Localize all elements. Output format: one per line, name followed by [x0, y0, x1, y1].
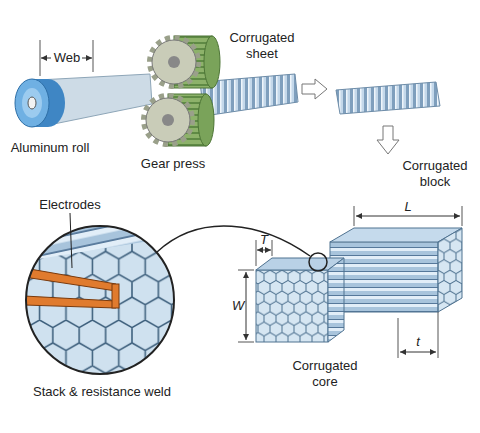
part-label: Gear press — [128, 156, 218, 172]
roll-face — [15, 79, 49, 127]
dimension-tick — [438, 312, 439, 358]
flow-arrow — [377, 126, 399, 154]
gear-face — [146, 98, 190, 142]
gear-teeth — [144, 96, 192, 144]
dimension-tick — [238, 270, 254, 271]
gear-end — [204, 36, 220, 88]
core-side — [328, 258, 344, 342]
dimension-label: T — [258, 232, 270, 248]
core-face — [256, 270, 328, 342]
dimension-label: t — [412, 334, 424, 350]
gear-hub — [168, 56, 180, 68]
dimension-tick — [256, 240, 257, 266]
part-label: Corrugated sheet — [222, 30, 302, 61]
dimension-label: L — [402, 199, 414, 215]
dimension-tick — [272, 240, 273, 256]
part-label: Stack & resistance weld — [12, 384, 192, 400]
dimension-arrow — [257, 250, 271, 251]
roll-hub — [28, 97, 36, 109]
corrugated-sheet — [336, 82, 440, 114]
magnifier-ring — [26, 226, 174, 374]
part-label: Aluminum roll — [0, 140, 100, 156]
roll-inner — [22, 88, 42, 118]
electrode — [24, 268, 116, 291]
hex-cells — [20, 220, 180, 380]
dimension-arrow — [41, 58, 51, 59]
gear-face — [152, 40, 196, 84]
part-label: Web — [52, 50, 82, 66]
part-label: Corrugated block — [395, 158, 475, 189]
gear-end — [198, 94, 214, 146]
dimension-arrow — [82, 58, 92, 59]
block-side — [330, 242, 438, 312]
dimension-tick — [40, 40, 41, 76]
gear-teeth — [150, 38, 198, 86]
dimension-arrow — [356, 216, 460, 217]
dimension-tick — [354, 206, 355, 226]
dimension-tick — [462, 206, 463, 226]
detail-circle — [309, 253, 327, 271]
electrode-tip — [112, 284, 119, 308]
dimension-label: W — [232, 298, 244, 314]
dimension-tick — [93, 40, 94, 72]
dimension-tick — [398, 318, 399, 358]
leader-line — [70, 213, 72, 268]
detail-leader — [157, 226, 310, 256]
block-end — [438, 228, 462, 312]
dimension-arrow — [400, 352, 436, 353]
flow-arrow — [302, 79, 327, 99]
part-label: Corrugated core — [285, 358, 365, 389]
part-label: Electrodes — [28, 197, 112, 213]
gear-hub — [162, 114, 174, 126]
dimension-arrow — [246, 272, 247, 340]
magnified-view — [20, 220, 180, 380]
dimension-tick — [238, 342, 254, 343]
electrode — [24, 296, 116, 308]
